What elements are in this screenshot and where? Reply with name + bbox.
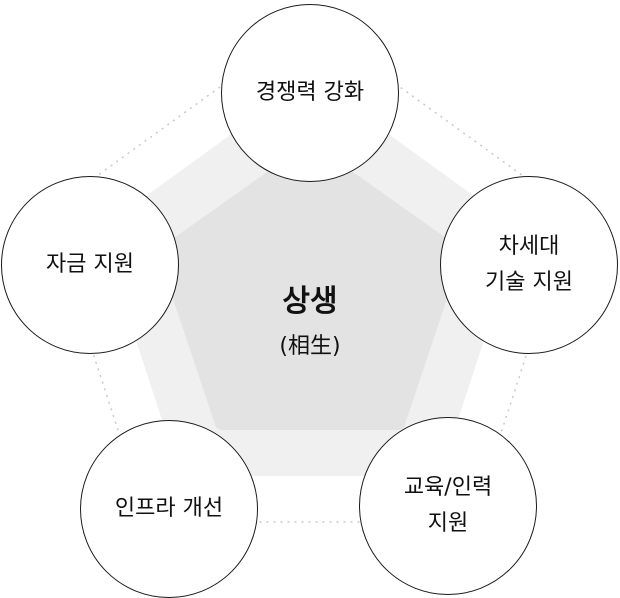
node-label: 지원 xyxy=(427,511,469,536)
center-title: 상생 xyxy=(282,284,338,319)
node-infrastructure: 인프라 개선 xyxy=(80,420,258,598)
node-label: 기술 지원 xyxy=(485,270,573,295)
node-label: 교육/인력 xyxy=(403,475,493,500)
node-funding: 자금 지원 xyxy=(1,176,179,354)
center-subtitle: (相生) xyxy=(279,334,341,359)
inner-pentagon xyxy=(158,143,462,430)
node-label: 인프라 개선 xyxy=(114,496,224,521)
node-label: 차세대 xyxy=(498,234,560,259)
node-education-hr: 교육/인력 지원 xyxy=(359,417,537,595)
node-competitiveness: 경쟁력 강화 xyxy=(221,4,399,182)
node-label: 자금 지원 xyxy=(46,252,134,277)
node-label: 경쟁력 강화 xyxy=(255,80,365,105)
dotted-outer-pentagon xyxy=(46,21,574,523)
node-next-gen-tech: 차세대 기술 지원 xyxy=(440,176,618,354)
